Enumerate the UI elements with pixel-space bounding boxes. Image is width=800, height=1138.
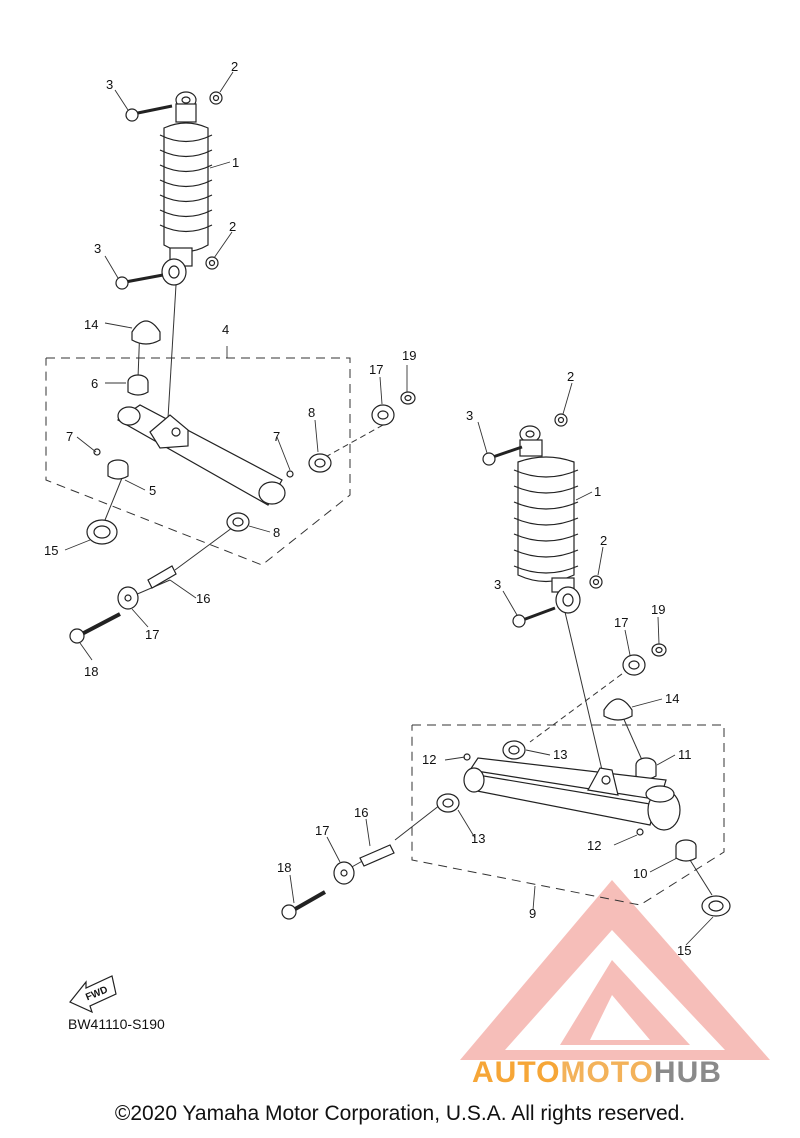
callout-numbers: 2 3 1 3 2 14 4 6 7 7 5 15 19 17 8 8 16 1… [44,59,692,958]
callout-number: 17 [145,627,159,642]
callout-number: 15 [44,543,58,558]
callout-number: 8 [308,405,315,420]
watermark-brand: AUTOMOTOHUB [472,1056,722,1090]
callout-number: 14 [665,691,679,706]
callout-number: 4 [222,322,229,337]
assembly-9-box [411,724,725,906]
callout-number: 18 [84,664,98,679]
callout-number: 6 [91,376,98,391]
callout-number: 2 [231,59,238,74]
callout-number: 19 [402,348,416,363]
callout-number: 1 [594,484,601,499]
callout-number: 3 [494,577,501,592]
diagram-code: BW41110-S190 [68,1016,165,1032]
callout-number: 13 [553,747,567,762]
callout-number: 17 [369,362,383,377]
callout-number: 11 [678,747,692,762]
callout-number: 15 [677,943,691,958]
callout-number: 7 [66,429,73,444]
callout-number: 9 [529,906,536,921]
callout-number: 7 [273,429,280,444]
callout-number: 10 [633,866,647,881]
guide-lines [104,284,713,896]
copyright-notice: ©2020 Yamaha Motor Corporation, U.S.A. A… [114,1102,686,1125]
callout-number: 16 [196,591,210,606]
callout-number: 14 [84,317,98,332]
callout-number: 2 [567,369,574,384]
callout-number: 12 [422,752,436,767]
callout-number: 13 [471,831,485,846]
callout-number: 3 [94,241,101,256]
callout-number: 12 [587,838,601,853]
lower-arm-right [281,643,731,920]
callout-number: 17 [315,823,329,838]
brand-part-2: MOTO [560,1056,654,1089]
fwd-arrow-icon: FWD [69,975,117,1014]
shock-absorber-right [482,413,603,628]
watermark-logo [460,880,770,1060]
lower-arm-left [69,320,416,644]
callout-number: 5 [149,483,156,498]
callout-number: 2 [600,533,607,548]
callout-number: 17 [614,615,628,630]
callout-number: 18 [277,860,291,875]
brand-part-1: AUTO [472,1056,561,1089]
callout-number: 3 [106,77,113,92]
callout-number: 2 [229,219,236,234]
callout-number: 16 [354,805,368,820]
callout-number: 19 [651,602,665,617]
callout-number: 1 [232,155,239,170]
assembly-4-box [45,357,351,566]
shock-absorber-left [115,91,223,290]
callout-number: 8 [273,525,280,540]
callout-leaders [64,71,714,946]
callout-number: 3 [466,408,473,423]
brand-part-3: HUB [653,1056,722,1089]
